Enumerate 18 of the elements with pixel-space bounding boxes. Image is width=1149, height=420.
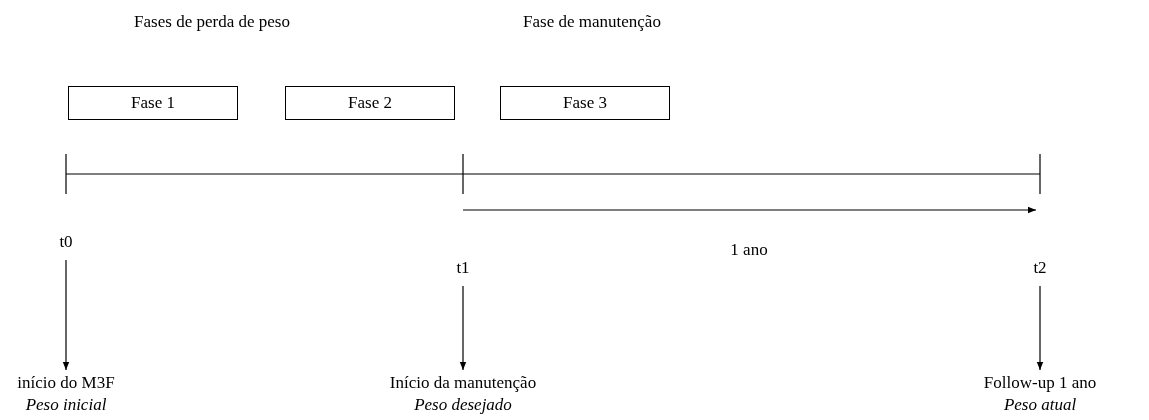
time-point-label: t2 bbox=[1020, 258, 1060, 282]
weight-label: Peso inicial bbox=[24, 394, 108, 416]
arrow bbox=[459, 285, 467, 371]
phase-box: Fase 1 bbox=[68, 86, 238, 120]
milestone-label: Follow-up 1 ano bbox=[982, 372, 1098, 394]
time-point-label: t0 bbox=[46, 232, 86, 256]
milestone-label: Início da manutenção bbox=[388, 372, 538, 394]
phase-group-heading: Fase de manutenção bbox=[523, 12, 661, 32]
time-point-label: t1 bbox=[443, 258, 483, 282]
phase-group-heading: Fases de perda de peso bbox=[134, 12, 290, 32]
duration-label: 1 ano bbox=[730, 240, 768, 260]
arrow bbox=[62, 259, 70, 371]
milestone-label: início do M3F bbox=[16, 372, 116, 394]
phase-box: Fase 3 bbox=[500, 86, 670, 120]
phase-box: Fase 2 bbox=[285, 86, 455, 120]
arrow bbox=[1036, 285, 1044, 371]
weight-label: Peso desejado bbox=[413, 394, 513, 416]
weight-label: Peso atual bbox=[1002, 394, 1078, 416]
